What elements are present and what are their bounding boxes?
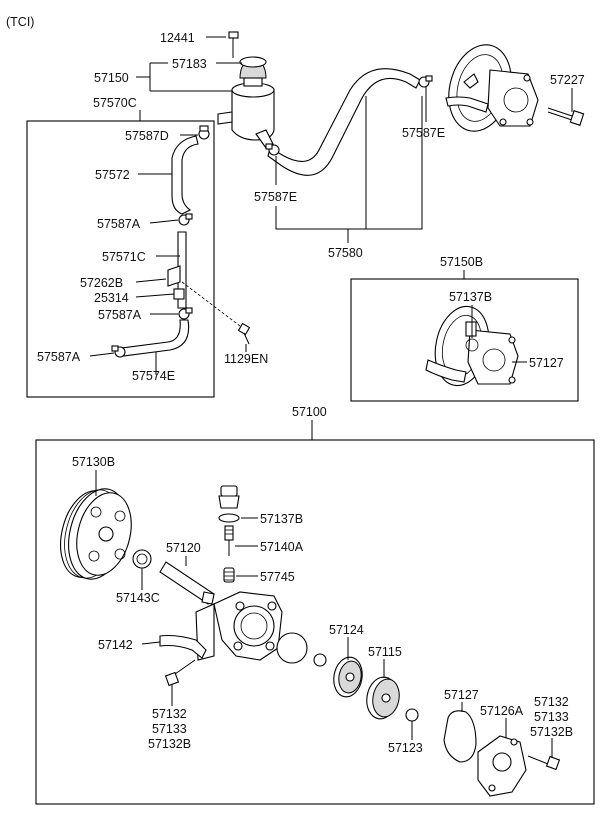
label-57133-a: 57133: [152, 722, 187, 736]
label-57227: 57227: [550, 73, 585, 87]
part-labels: 12441 57183 57150 57570C 57587D 57572 57…: [37, 31, 585, 755]
ring-57123: [405, 708, 419, 722]
label-57142: 57142: [98, 638, 133, 652]
label-57262B: 57262B: [80, 276, 123, 290]
label-57570C: 57570C: [93, 96, 137, 110]
hose-group-box: [26, 120, 215, 398]
label-1129EN: 1129EN: [224, 352, 268, 366]
label-57137B-2: 57137B: [260, 512, 303, 526]
cover-57126A: [477, 735, 527, 797]
label-57587E-2: 57587E: [402, 126, 445, 140]
bolt-1129EN: [237, 322, 251, 345]
spring-57745: [223, 567, 235, 583]
label-57150: 57150: [94, 71, 129, 85]
clamp-57587E-right: [418, 75, 433, 88]
label-57140A: 57140A: [260, 540, 304, 554]
o-ring-large: [276, 632, 308, 664]
label-57580: 57580: [328, 246, 363, 260]
variant-label: (TCI): [6, 15, 34, 29]
label-57137B-1: 57137B: [449, 290, 492, 304]
label-57150B: 57150B: [440, 255, 483, 269]
label-57745: 57745: [260, 570, 295, 584]
pulley-57130B: [60, 488, 132, 580]
label-57132-b: 57132: [534, 695, 569, 709]
label-57130B: 57130B: [72, 455, 115, 469]
hose-57572: [171, 135, 199, 215]
label-57183: 57183: [172, 57, 207, 71]
label-57587E-1: 57587E: [254, 190, 297, 204]
label-57587A-2: 57587A: [98, 308, 142, 322]
label-57132B-a: 57132B: [148, 737, 191, 751]
o-ring-57137B: [218, 513, 240, 523]
label-57133-b: 57133: [534, 710, 569, 724]
pump-top-right: [445, 44, 539, 132]
clamp-57587A-lower: [111, 345, 126, 358]
label-57115: 57115: [368, 645, 402, 659]
label-57572: 57572: [95, 168, 130, 182]
plate-57124: [333, 656, 363, 698]
label-57123: 57123: [388, 741, 423, 755]
bracket-57262B: [167, 265, 181, 287]
gasket-57127: [443, 710, 477, 763]
reservoir: [217, 56, 275, 149]
label-25314: 25314: [94, 291, 129, 305]
label-57100: 57100: [292, 405, 327, 419]
o-ring-small: [313, 653, 327, 667]
hose-57574E: [121, 319, 190, 357]
valve-57140A: [224, 525, 234, 556]
hose-57580: [267, 68, 421, 176]
bolt-57227: [547, 107, 585, 126]
bolt-57132-left: [164, 659, 196, 687]
rotor-57115: [366, 676, 400, 720]
label-57120: 57120: [166, 541, 201, 555]
label-57132B-b: 57132B: [530, 725, 573, 739]
label-57587A-3: 57587A: [37, 350, 81, 364]
bolt-12441: [228, 31, 239, 58]
bolt-57132-right: [527, 755, 561, 771]
pump-components-box: [35, 439, 595, 805]
clamp-57587A-upper: [178, 213, 193, 226]
label-57143C: 57143C: [116, 591, 160, 605]
clamp-57587D: [198, 125, 210, 140]
fitting-57137B: [218, 485, 240, 509]
clamp-57587E-left: [265, 143, 280, 156]
label-57124: 57124: [329, 623, 364, 637]
pump-assy-57150B: [425, 305, 519, 387]
pipe-57142: [159, 634, 207, 659]
label-57132-a: 57132: [152, 707, 187, 721]
label-57127-2: 57127: [444, 688, 479, 702]
leader-lines: [89, 36, 573, 758]
label-57126A: 57126A: [480, 704, 524, 718]
label-57587A-1: 57587A: [97, 217, 141, 231]
clip-25314: [173, 288, 185, 300]
label-57587D: 57587D: [125, 129, 169, 143]
clamp-57587A-middle: [178, 307, 193, 320]
label-12441: 12441: [160, 31, 195, 45]
label-57574E: 57574E: [132, 369, 175, 383]
label-57571C: 57571C: [102, 250, 146, 264]
seal-57143C: [132, 549, 152, 569]
label-57127-1: 57127: [529, 356, 564, 370]
